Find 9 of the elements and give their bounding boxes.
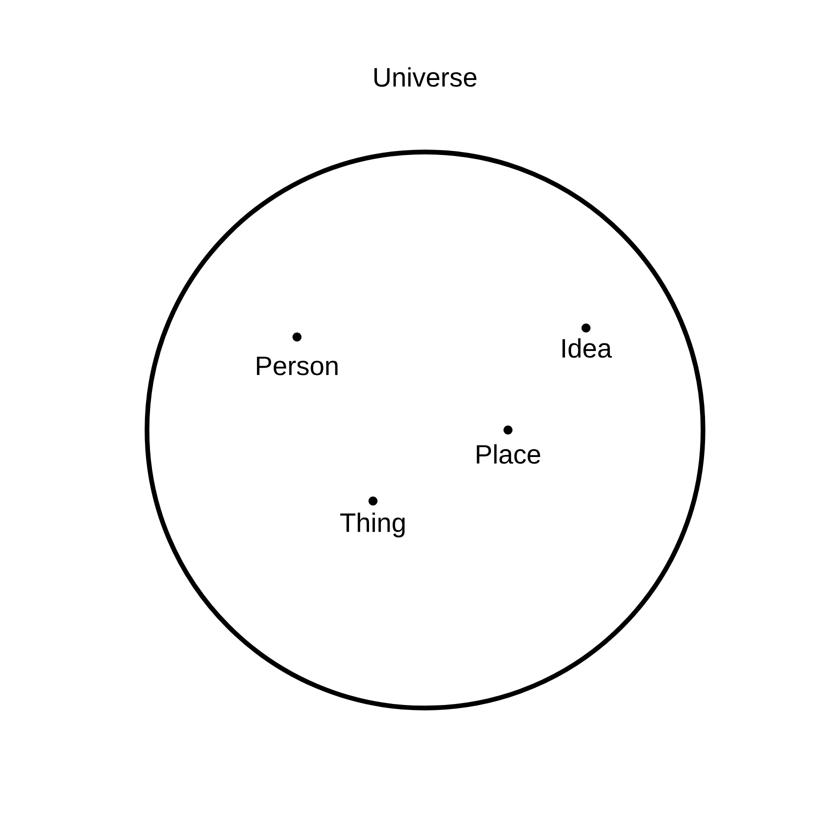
title: Universe: [374, 67, 476, 87]
node-label: Place: [476, 444, 540, 464]
node-label: Idea: [562, 338, 612, 358]
node-label: Person: [256, 356, 338, 376]
node-label: Thing: [340, 512, 405, 538]
labeled-point: Person: [256, 332, 338, 376]
labeled-point: Thing: [340, 496, 405, 538]
labeled-point: Idea: [562, 324, 612, 358]
labeled-point: Place: [476, 426, 540, 464]
